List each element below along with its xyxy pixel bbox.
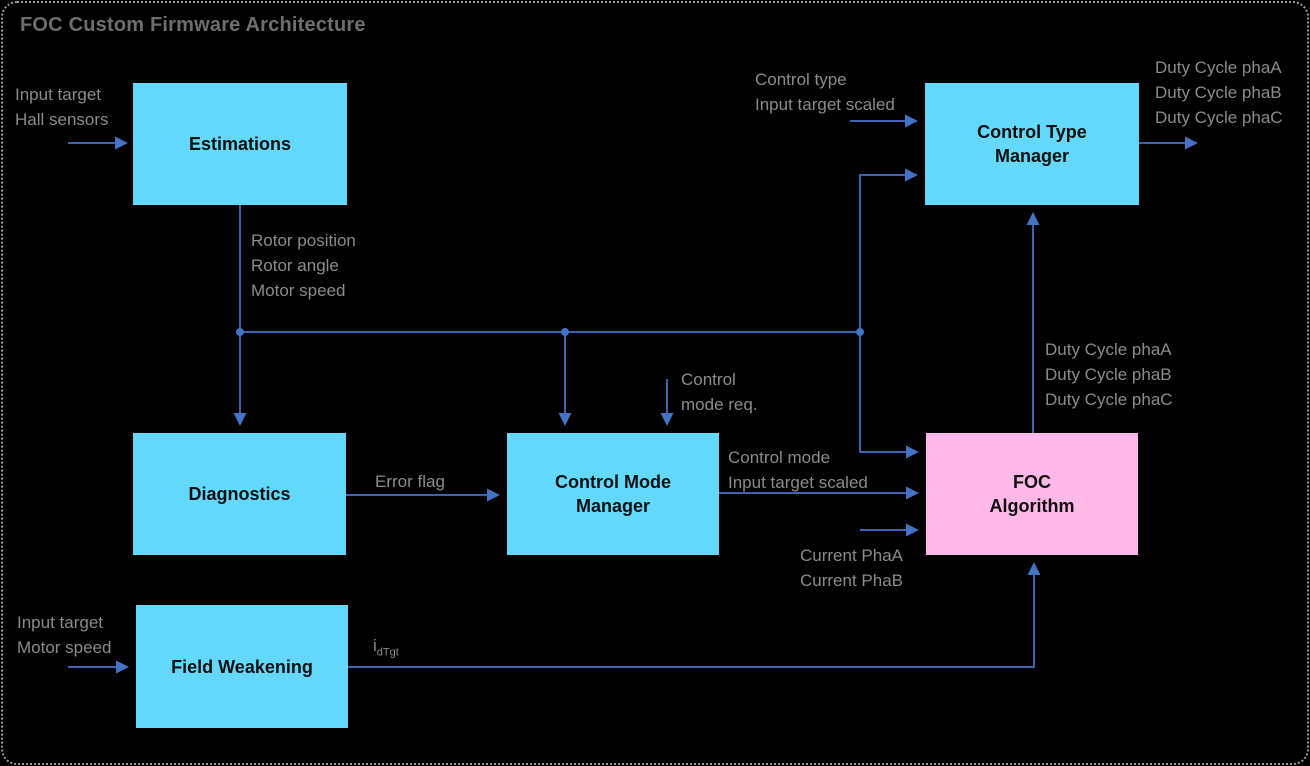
- label-idtgt-main: i: [373, 636, 377, 655]
- block-foc-algorithm-label: FOC Algorithm: [990, 470, 1075, 518]
- block-control-mode-manager-line1: Control Mode: [555, 472, 671, 492]
- block-control-type-manager-line2: Manager: [994, 146, 1069, 166]
- label-idtgt-subscript: dTgt: [376, 646, 399, 659]
- block-diagnostics: Diagnostics: [133, 433, 346, 555]
- block-field-weakening: Field Weakening: [136, 605, 348, 728]
- label-control-mode: Control mode: [728, 448, 831, 467]
- junction-dot-middle: [561, 328, 569, 336]
- block-control-mode-manager: Control Mode Manager: [507, 433, 719, 555]
- label-motor-speed: Motor speed: [251, 281, 346, 300]
- label-error-flag: Error flag: [375, 472, 445, 491]
- block-estimations-label: Estimations: [188, 134, 292, 154]
- label-estimations-outputs: Rotor position Rotor angle Motor speed: [251, 228, 356, 303]
- label-input-target: Input target: [15, 85, 102, 104]
- label-duty-cycle-phaa-out: Duty Cycle phaA: [1155, 58, 1282, 77]
- label-current-phab: Current PhaB: [800, 571, 903, 590]
- label-estimations-inputs: Input target Hall sensors: [15, 82, 109, 132]
- label-control-mode-request: Control mode req.: [681, 367, 758, 417]
- label-foc-duty-phac: Duty Cycle phaC: [1045, 390, 1173, 409]
- label-field-weakening-inputs: Input target Motor speed: [17, 610, 112, 660]
- label-duty-cycle-phab-out: Duty Cycle phaB: [1155, 83, 1282, 102]
- label-control-type-inputs: Control type Input target scaled: [755, 67, 895, 117]
- label-control-mode-req-line2: mode req.: [681, 395, 758, 414]
- label-duty-cycle-outputs: Duty Cycle phaA Duty Cycle phaB Duty Cyc…: [1155, 55, 1283, 130]
- block-control-type-manager-label: Control Type Manager: [977, 120, 1087, 168]
- label-control-type: Control type: [755, 70, 847, 89]
- connector-bus-to-control-type-manager: [859, 168, 918, 332]
- block-control-type-manager-line1: Control Type: [977, 122, 1087, 142]
- block-field-weakening-label: Field Weakening: [171, 656, 313, 677]
- label-hall-sensors: Hall sensors: [15, 110, 109, 129]
- block-estimations: Estimations: [133, 83, 347, 205]
- label-foc-duty-phab: Duty Cycle phaB: [1045, 365, 1172, 384]
- block-control-mode-manager-label: Control Mode Manager: [555, 470, 671, 518]
- block-diagnostics-label: Diagnostics: [188, 484, 291, 504]
- block-foc-algorithm-line1: FOC: [1013, 472, 1051, 492]
- block-control-mode-manager-line2: Manager: [575, 496, 650, 516]
- connector-bus-to-foc-algorithm: [859, 332, 919, 459]
- diagram-title: FOC Custom Firmware Architecture: [20, 14, 366, 36]
- label-fw-motor-speed: Motor speed: [17, 638, 112, 657]
- label-control-mode-req-line1: Control: [681, 370, 736, 389]
- label-rotor-angle: Rotor angle: [251, 256, 339, 275]
- label-control-mode-outputs: Control mode Input target scaled: [728, 445, 868, 495]
- label-foc-duty-cycles: Duty Cycle phaA Duty Cycle phaB Duty Cyc…: [1045, 337, 1173, 412]
- label-foc-duty-phaa: Duty Cycle phaA: [1045, 340, 1172, 359]
- block-control-type-manager: Control Type Manager: [925, 83, 1139, 205]
- block-foc-algorithm-line2: Algorithm: [989, 496, 1075, 516]
- label-current-phaa: Current PhaA: [800, 546, 903, 565]
- label-rotor-position: Rotor position: [251, 231, 356, 250]
- label-fw-input-target: Input target: [17, 613, 104, 632]
- label-input-target-scaled-top: Input target scaled: [755, 95, 895, 114]
- junction-dot-right: [856, 328, 864, 336]
- label-current-inputs: Current PhaA Current PhaB: [800, 543, 903, 593]
- block-foc-algorithm: FOC Algorithm: [926, 433, 1138, 555]
- label-duty-cycle-phac-out: Duty Cycle phaC: [1155, 108, 1283, 127]
- label-input-target-scaled-mid: Input target scaled: [728, 473, 868, 492]
- connector-idtgt-to-foc: [348, 562, 1041, 668]
- label-idtgt: idTgt: [373, 633, 399, 665]
- junction-dot-left: [236, 328, 244, 336]
